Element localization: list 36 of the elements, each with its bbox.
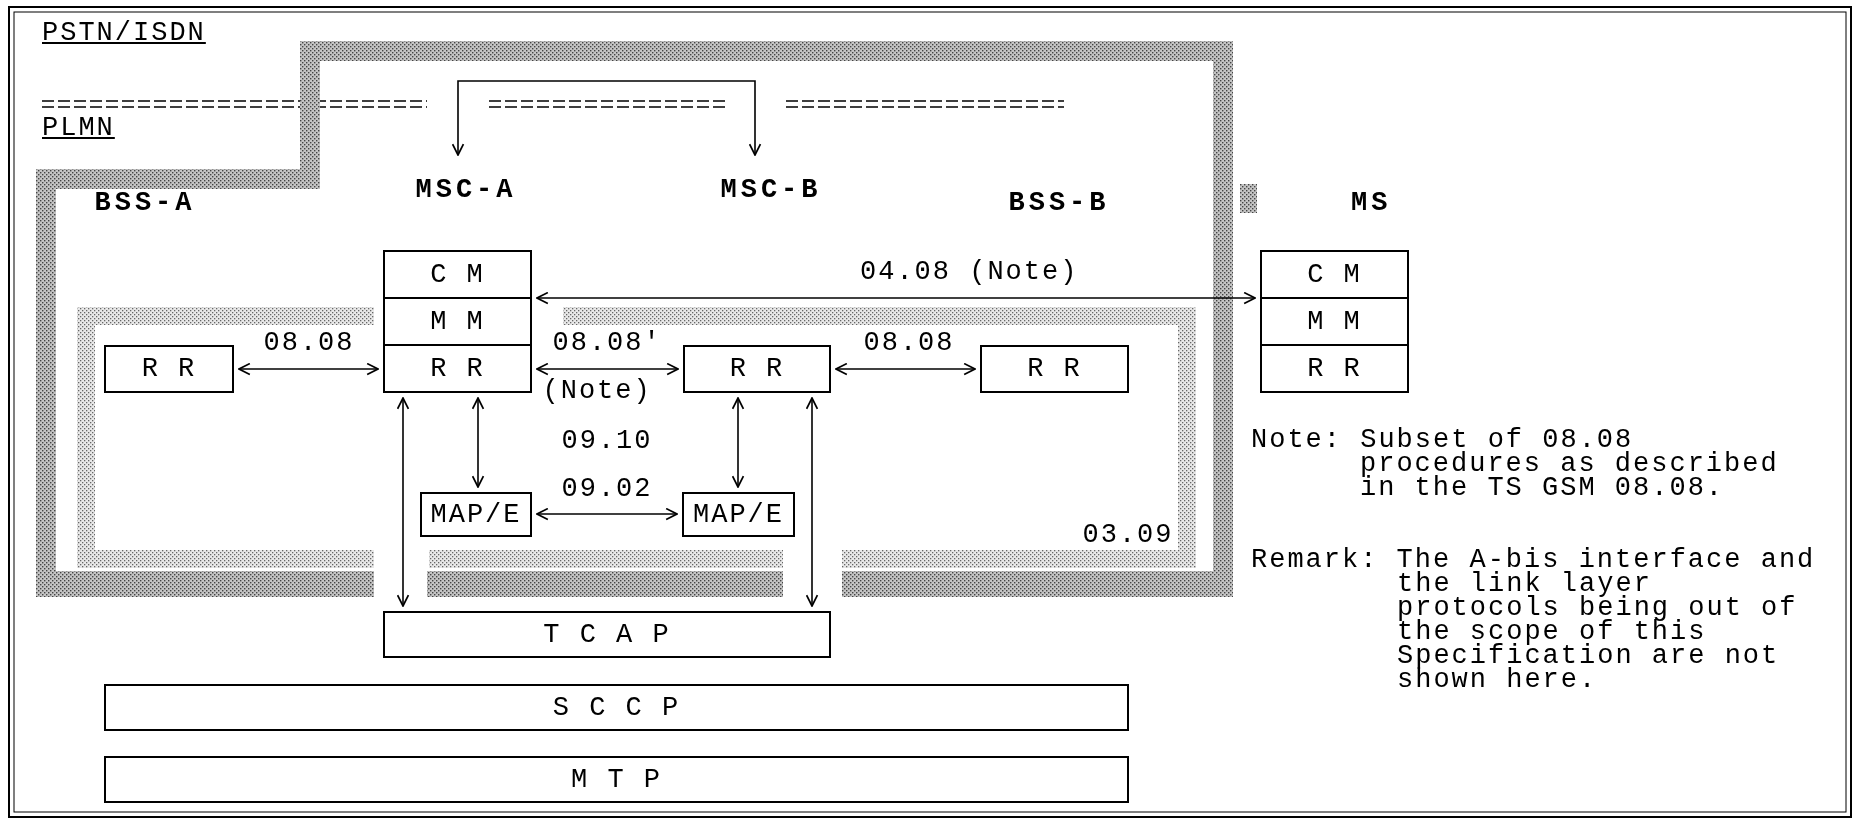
arrow [536, 291, 1256, 305]
protocol-layer-box: MAP/E [682, 492, 795, 537]
entity-heading: BSS-A [94, 188, 196, 218]
protocol-layer-box: R R [980, 345, 1129, 393]
note-text: Note: Subset of 08.08 procedures as described in the TS GSM 08.08. [1251, 428, 1780, 500]
arrow [835, 362, 976, 376]
protocol-layer-box: R R [383, 344, 532, 393]
interface-label: 09.10 [561, 426, 653, 456]
network-label: PLMN [42, 113, 115, 143]
protocol-layer-box: M M [383, 297, 532, 346]
entity-heading: MSC-B [721, 160, 821, 217]
entity-heading: MSC-A [416, 160, 516, 217]
arrow [471, 397, 485, 488]
protocol-layer-box: MAP/E [420, 492, 532, 537]
protocol-layer-box: C M [1260, 250, 1409, 299]
arrow [731, 397, 745, 488]
protocol-layer-box: R R [104, 345, 234, 393]
entity-heading: MS [1351, 188, 1392, 218]
protocol-layer-box: S C C P [104, 684, 1129, 731]
arrow [805, 397, 819, 607]
protocol-layer-box: M M [1260, 297, 1409, 346]
arrow [536, 507, 678, 521]
interface-label: 03.09 [1082, 520, 1174, 550]
arrow [536, 362, 679, 376]
protocol-layer-box: R R [1260, 344, 1409, 393]
edge-note: (Note) [542, 376, 652, 406]
protocol-layer-box: C M [383, 250, 532, 299]
arrow [396, 397, 410, 607]
protocol-layer-box: T C A P [383, 611, 831, 658]
network-label: PSTN/ISDN [42, 18, 206, 48]
protocol-layer-box: M T P [104, 756, 1129, 803]
entity-heading: BSS-B [1008, 188, 1110, 218]
protocol-layer-box: R R [683, 345, 831, 393]
arrow [238, 362, 379, 376]
remark-text: Remark: The A-bis interface and the link layer protocols being out of the scope of this Specification are not shown here. [1251, 548, 1817, 692]
arrow [451, 80, 762, 156]
